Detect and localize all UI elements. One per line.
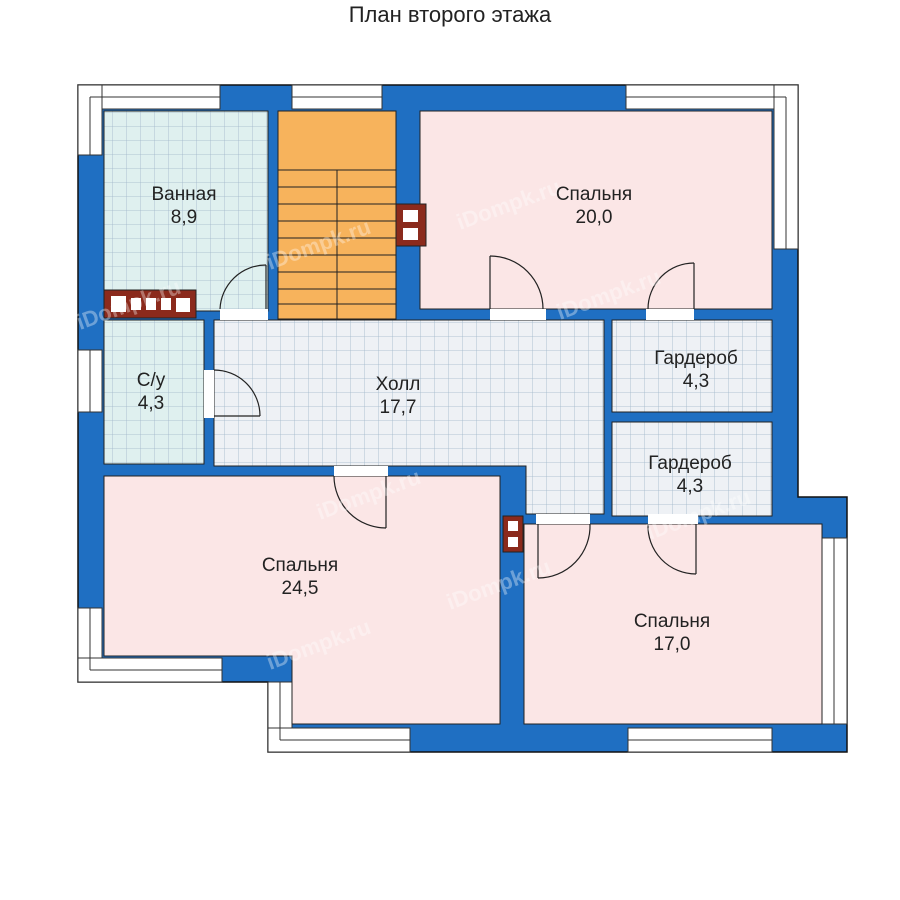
bedroom-ne-area: 20,0 [576, 207, 613, 228]
chimney-ne [395, 203, 427, 247]
bathroom-name: Ванная [151, 184, 216, 205]
plan-title: План второго этажа [348, 2, 552, 27]
bedroom-se-floor [523, 523, 823, 725]
wc-name: С/у [137, 370, 166, 391]
room-labels: Ванная 8,9 Спальня 20,0 С/у 4,3 Холл 17,… [137, 184, 738, 655]
bedroom-sw-area: 24,5 [282, 578, 319, 599]
wc-area: 4,3 [138, 393, 164, 414]
bathroom-area: 8,9 [171, 207, 197, 228]
door-bedroom-se-1 [536, 514, 591, 579]
door-bathroom [219, 264, 268, 320]
doors [204, 255, 698, 579]
ventilation-block [103, 289, 197, 319]
door-bedroom-ne-1 [489, 255, 546, 320]
bedroom-ne-floor [419, 110, 773, 310]
door-bedroom-ne-2 [646, 262, 695, 320]
bedroom-ne-name: Спальня [556, 184, 632, 205]
bathroom-floor [103, 110, 269, 312]
hall-floor [213, 319, 605, 515]
chimney-center [502, 515, 524, 553]
hall-name: Холл [376, 374, 421, 395]
bedroom-sw-name: Спальня [262, 555, 338, 576]
bedroom-se-name: Спальня [634, 611, 710, 632]
bedroom-sw-floor [103, 475, 501, 725]
wardrobe-1-name: Гардероб [654, 348, 738, 369]
bedroom-se-area: 17,0 [654, 634, 691, 655]
hall-area: 17,7 [380, 397, 417, 418]
window-glazing [89, 96, 835, 741]
door-bedroom-se-2 [647, 514, 698, 575]
wardrobe-1-floor [611, 319, 773, 413]
wc-floor [103, 319, 205, 465]
rooms [103, 110, 823, 725]
door-wc [204, 369, 261, 418]
wardrobe-2-floor [611, 421, 773, 517]
stair-steps [278, 169, 396, 319]
wardrobe-1-area: 4,3 [683, 371, 709, 392]
wardrobe-2-area: 4,3 [677, 476, 703, 497]
door-bedroom-sw [333, 466, 388, 529]
wardrobe-2-name: Гардероб [648, 453, 732, 474]
